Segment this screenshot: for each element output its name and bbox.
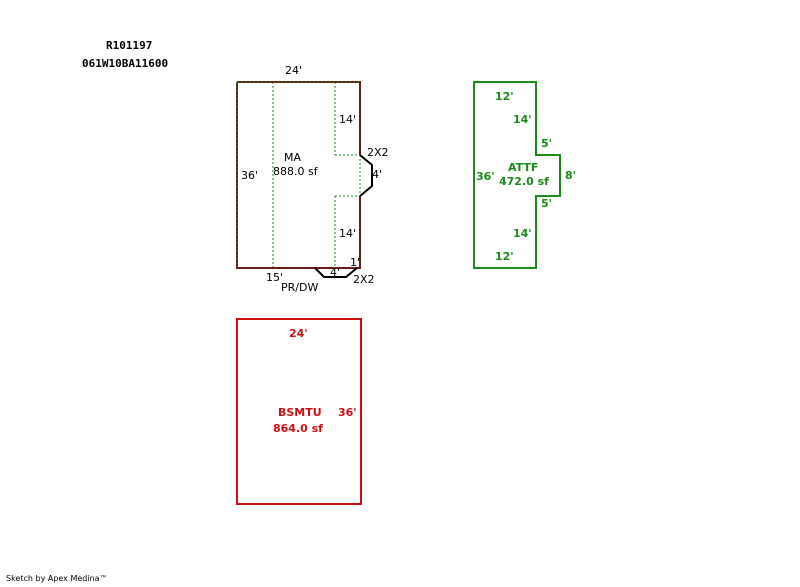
main-dim-bottom: 15' — [266, 271, 283, 284]
bay-upper-outline — [359, 154, 373, 197]
basement-area-code: BSMTU — [278, 406, 322, 419]
attic-dim-right-lower: 14' — [513, 227, 532, 240]
attic-dim-bump-top: 5' — [541, 137, 552, 150]
attic-dim-top: 12' — [495, 90, 514, 103]
basement-area-size: 864.0 sf — [273, 422, 323, 435]
bay-lower-label: 2X2 — [353, 273, 375, 286]
main-area-sketch: 24' 36' 14' 14' 4' 15' 1' 4' MA 888.0 sf… — [236, 64, 389, 294]
main-dim-right-upper: 14' — [339, 113, 356, 126]
attic-dim-bump-side: 8' — [565, 169, 576, 182]
main-dim-top: 24' — [285, 64, 302, 77]
attic-outline — [473, 81, 561, 269]
bay-upper-label: 2X2 — [367, 146, 389, 159]
main-area-size: 888.0 sf — [273, 165, 319, 178]
bay-lower-outline — [314, 267, 358, 278]
parcel-id: R101197 — [106, 39, 153, 52]
attic-area-code: ATTF — [508, 161, 538, 174]
basement-outline — [236, 318, 362, 505]
basement-dim-right: 36' — [338, 406, 357, 419]
attic-dim-bump-bottom: 5' — [541, 197, 552, 210]
main-dim-bottom-bump: 4' — [330, 266, 340, 279]
main-dim-bump: 4' — [372, 168, 382, 181]
attic-dim-left: 36' — [476, 170, 495, 183]
sketch-credit: Sketch by Apex Medina™ — [6, 574, 108, 583]
main-dim-right-lower: 14' — [339, 227, 356, 240]
basement-sketch: 24' 36' BSMTU 864.0 sf — [236, 318, 362, 505]
main-dim-bottom-small: 1' — [350, 256, 360, 269]
porch-label: PR/DW — [281, 281, 318, 294]
basement-dim-top: 24' — [289, 327, 308, 340]
attic-dim-right-upper: 14' — [513, 113, 532, 126]
attic-sketch: 12' 14' 5' 8' 5' 14' 12' 36' ATTF 472.0 … — [473, 81, 576, 269]
attic-area-size: 472.0 sf — [499, 175, 549, 188]
main-area-code: MA — [284, 151, 301, 164]
main-dim-left: 36' — [241, 169, 258, 182]
map-number: 061W10BA11600 — [82, 57, 169, 70]
attic-dim-bottom: 12' — [495, 250, 514, 263]
